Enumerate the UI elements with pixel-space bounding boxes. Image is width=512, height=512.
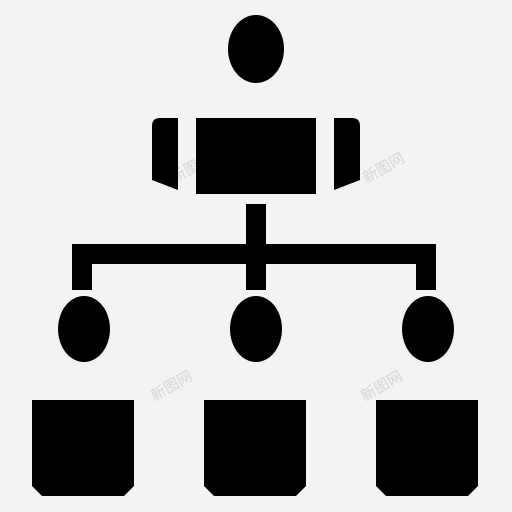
subordinate-person-icon (376, 296, 478, 496)
leader-head-icon (228, 15, 284, 83)
hierarchy-connector-icon (72, 204, 436, 290)
subordinate-person-icon (32, 296, 134, 496)
connector-horizontal (72, 244, 436, 264)
leader-left-arm-icon (152, 118, 178, 190)
subordinate-person-icon (204, 296, 306, 496)
connector-left-drop (72, 244, 92, 290)
leader-body-icon (196, 118, 316, 194)
leader-person-icon (152, 15, 360, 194)
subordinate-body-icon (376, 400, 478, 496)
subordinate-body-icon (204, 400, 306, 496)
connector-right-drop (416, 244, 436, 290)
subordinate-head-icon (230, 296, 282, 362)
leader-right-arm-icon (334, 118, 360, 190)
subordinate-head-icon (402, 296, 454, 362)
watermark-text: 新图网 (358, 367, 406, 405)
watermark-text: 新图网 (148, 367, 196, 405)
subordinate-body-icon (32, 400, 134, 496)
subordinate-head-icon (58, 296, 110, 362)
watermark-text: 新图网 (360, 149, 408, 187)
